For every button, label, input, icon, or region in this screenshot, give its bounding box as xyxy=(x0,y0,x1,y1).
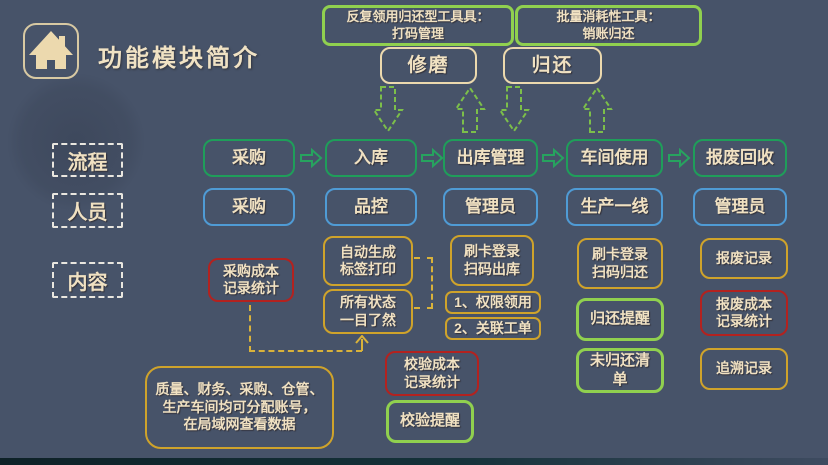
flow-step-outbound-mgmt: 出库管理 xyxy=(443,139,538,177)
connector-line xyxy=(414,307,433,309)
connector-line xyxy=(361,339,363,351)
home-icon xyxy=(22,22,80,85)
content-scrap-cost-stats: 报废成本 记录统计 xyxy=(700,290,788,336)
dashed-up-arrow-icon xyxy=(454,86,486,138)
page-title: 功能模块简介 xyxy=(98,45,260,72)
connector-line xyxy=(249,350,362,352)
content-accounts-note: 质量、财务、采购、仓管、 生产车间均可分配账号， 在局域网查看数据 xyxy=(145,366,334,449)
content-check-cost-stats: 校验成本 记录统计 xyxy=(385,351,479,396)
content-swipe-login-scan-out: 刷卡登录 扫码出库 xyxy=(450,235,534,286)
connector-line xyxy=(431,257,433,309)
flow-step-workshop-use: 车间使用 xyxy=(566,139,663,177)
background-watermark-circle xyxy=(6,72,146,212)
flow-step-scrap-recycle: 报废回收 xyxy=(693,139,787,177)
row-label-flow: 流程 xyxy=(52,143,123,177)
dashed-down-arrow-icon xyxy=(498,86,530,138)
content-unreturned-list: 未归还清 单 xyxy=(576,348,664,393)
bottom-accent-bar xyxy=(0,458,828,465)
flow-arrow-icon xyxy=(299,147,323,173)
content-all-status-glance: 所有状态 一目了然 xyxy=(323,289,413,334)
content-trace-record: 追溯记录 xyxy=(700,348,788,390)
content-link-work-order: 2、关联工单 xyxy=(445,317,541,340)
people-administrator: 管理员 xyxy=(443,188,538,226)
content-permission-use: 1、权限领用 xyxy=(445,291,541,314)
loop-node-return: 归还 xyxy=(503,47,602,84)
connector-line xyxy=(249,305,251,352)
flow-arrow-icon xyxy=(420,147,444,173)
dashed-up-arrow-icon xyxy=(581,86,613,138)
content-check-reminder: 校验提醒 xyxy=(386,400,474,443)
content-purchase-cost-stats: 采购成本 记录统计 xyxy=(208,258,294,302)
flow-step-inbound: 入库 xyxy=(325,139,417,177)
people-quality-control: 品控 xyxy=(325,188,417,226)
content-swipe-login-scan-return: 刷卡登录 扫码归还 xyxy=(577,238,663,289)
flow-arrow-icon xyxy=(541,147,565,173)
connector-up-arrowhead-icon xyxy=(355,331,369,349)
flow-step-purchase: 采购 xyxy=(203,139,295,177)
people-purchasing: 采购 xyxy=(203,188,295,226)
people-production-line: 生产一线 xyxy=(566,188,663,226)
content-scrap-record: 报废记录 xyxy=(700,238,788,279)
row-label-people: 人员 xyxy=(52,193,123,228)
note-repeat-tools: 反复领用归还型工具具： 打码管理 xyxy=(322,5,514,46)
connector-line xyxy=(414,257,433,259)
loop-node-regrind: 修磨 xyxy=(380,47,477,84)
flow-arrow-icon xyxy=(667,147,691,173)
content-auto-label-print: 自动生成 标签打印 xyxy=(323,236,413,286)
people-administrator: 管理员 xyxy=(693,188,787,226)
row-label-content: 内容 xyxy=(52,262,123,298)
note-bulk-tools: 批量消耗性工具： 销账归还 xyxy=(515,5,702,46)
content-return-reminder: 归还提醒 xyxy=(576,298,664,341)
dashed-down-arrow-icon xyxy=(372,86,404,138)
